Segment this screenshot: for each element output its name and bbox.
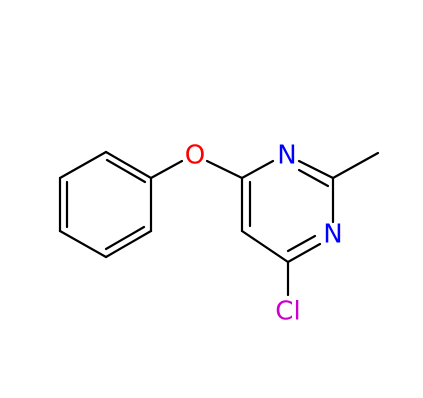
- bond: [104, 229, 153, 259]
- bond: [240, 229, 290, 264]
- double-bond-inner: [297, 168, 330, 188]
- bond: [58, 150, 108, 180]
- double-bond-inner: [286, 234, 317, 253]
- pyrimidine-ring: [240, 159, 335, 264]
- atom-nitrogen-1: N: [277, 141, 296, 171]
- atom-chlorine: Cl: [275, 297, 300, 327]
- bond: [58, 229, 108, 259]
- bond: [286, 242, 322, 264]
- bond-oxygen-pyrimidine: [205, 159, 244, 180]
- double-bond-inner: [104, 225, 146, 251]
- bond-phenyl-oxygen: [149, 159, 184, 180]
- bond-methyl: [331, 151, 380, 180]
- atom-oxygen: O: [185, 141, 205, 171]
- bond: [240, 159, 275, 180]
- bond: [297, 159, 335, 180]
- bond: [104, 150, 153, 180]
- phenyl-ring: [58, 150, 153, 259]
- double-bond-inner: [105, 158, 147, 184]
- atom-nitrogen-2: N: [323, 220, 342, 250]
